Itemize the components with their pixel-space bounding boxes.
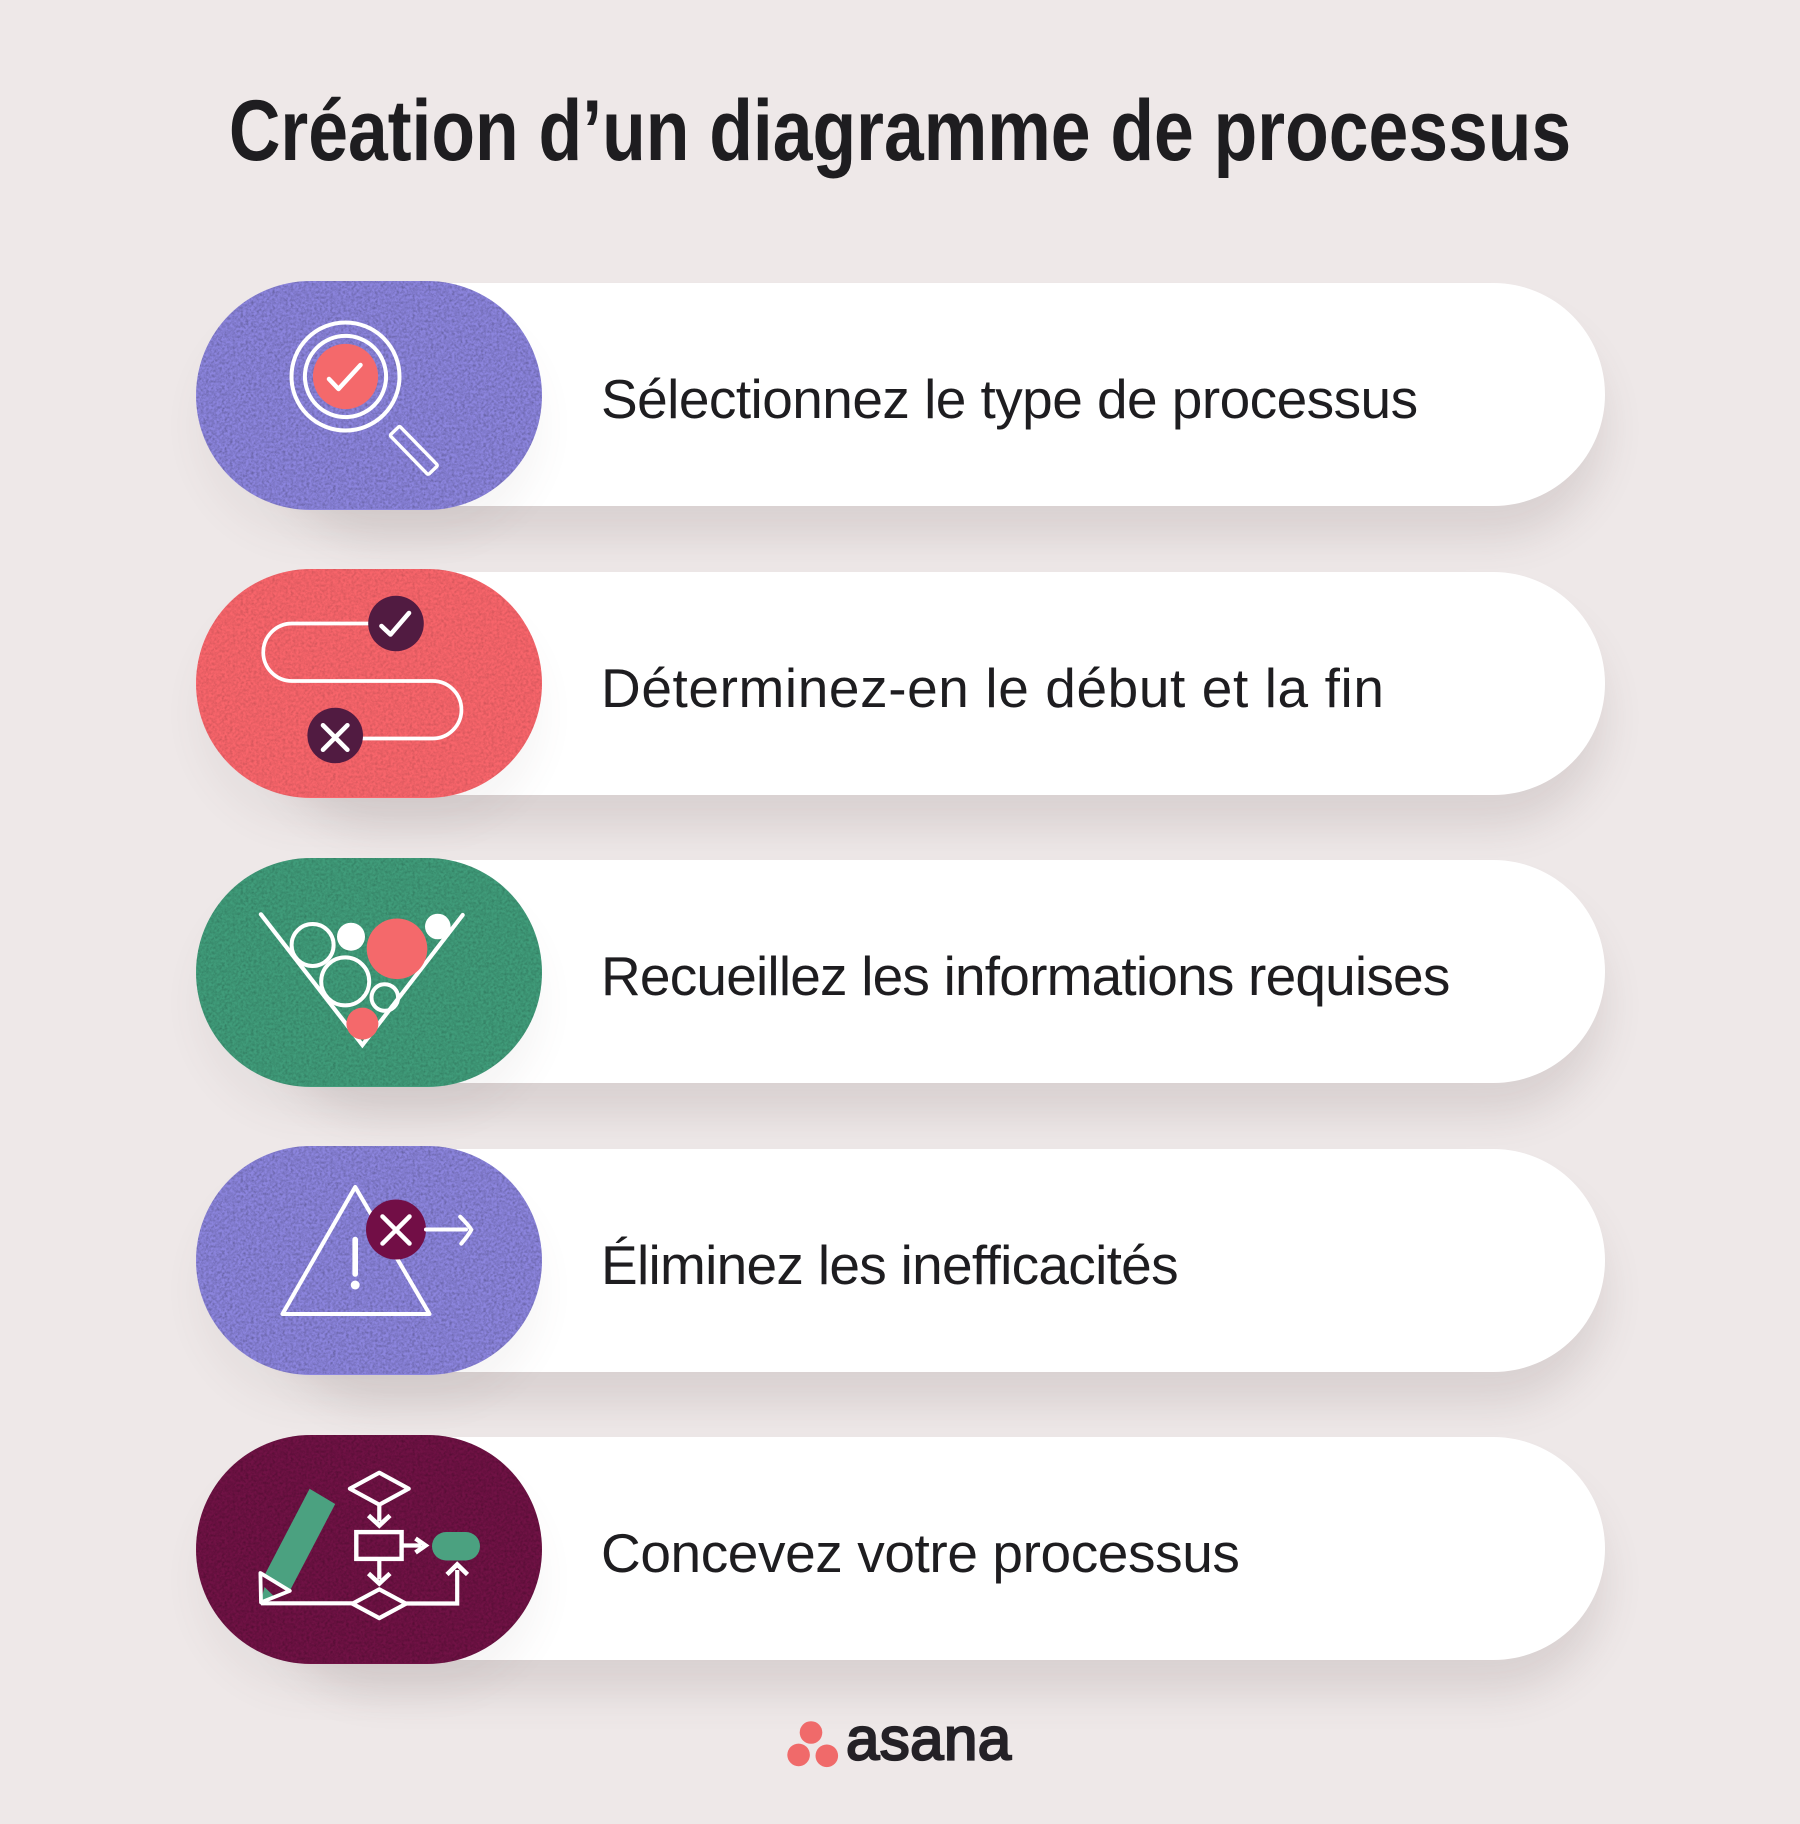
svg-text:asana: asana (846, 1706, 1012, 1773)
